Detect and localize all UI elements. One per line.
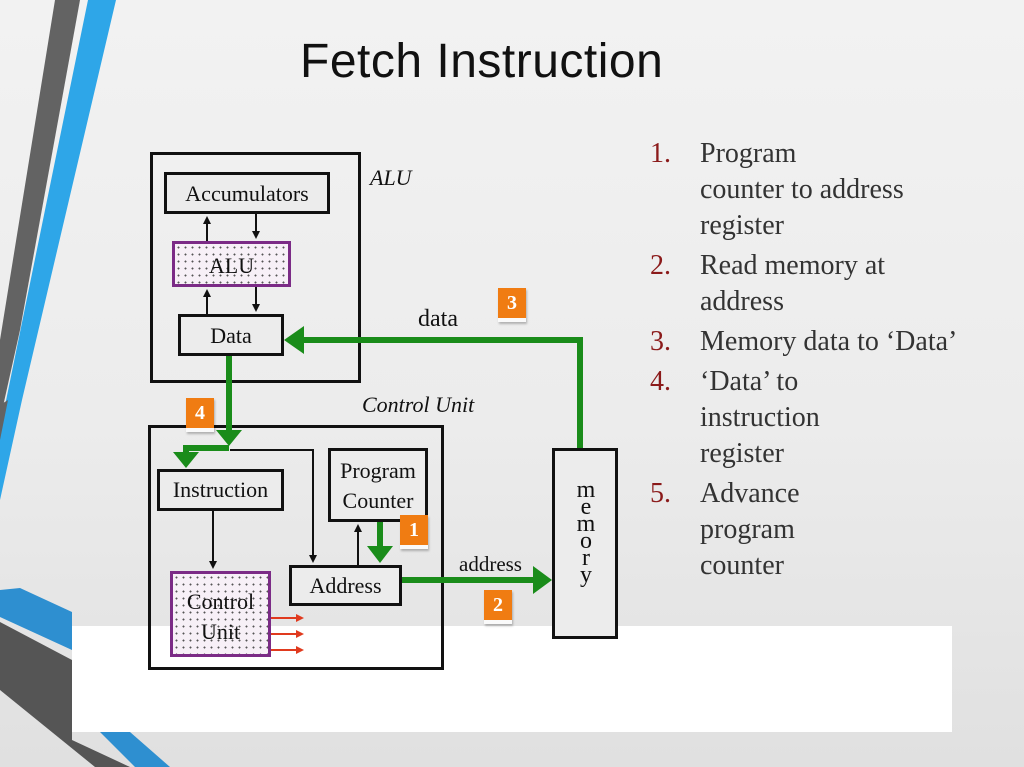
step-number: 5. — [650, 478, 671, 509]
blue-stripe-lower — [0, 588, 72, 650]
address-register-block: Address — [289, 565, 402, 606]
step-line: Program — [700, 138, 797, 169]
step-badge-3: 3 — [498, 288, 526, 322]
step-number: 2. — [650, 250, 671, 281]
memory-letter: r — [582, 545, 590, 571]
gray-stripe-lower — [0, 622, 130, 767]
step-badge-1: 1 — [400, 515, 428, 549]
ir-feed-bus — [183, 445, 229, 452]
step-item: 4. ‘Data’ to instruction register — [650, 364, 1020, 472]
step-item: 2. Read memory at address — [650, 248, 1020, 320]
ir-feed-arrowhead — [173, 452, 199, 468]
instruction-register-label: Instruction — [172, 477, 269, 502]
control-unit-group-label: Control Unit — [362, 392, 475, 417]
gray-stripe-mid — [0, 400, 8, 440]
memory-letter: y — [580, 562, 592, 588]
step-text: Program counter to address register — [700, 136, 904, 244]
step-item: 5. Advance program counter — [650, 476, 1020, 584]
address-bus-arrowhead — [533, 566, 552, 594]
program-counter-label-line1: Program — [340, 458, 416, 483]
step-line: Advance — [700, 478, 800, 509]
memory-letter: m — [576, 477, 596, 503]
pc-to-address-arrowhead — [367, 546, 393, 563]
memory-label: m e m o r y — [571, 477, 601, 588]
control-unit-label-line2: Unit — [200, 619, 241, 644]
memory-letter: e — [580, 494, 592, 520]
step-line: register — [700, 438, 784, 469]
control-unit-label-line1: Control — [186, 589, 255, 614]
step-item: 1. Program counter to address register — [650, 136, 1020, 244]
step-line: program — [700, 514, 795, 545]
step-line: register — [700, 210, 784, 241]
slide-title: Fetch Instruction — [300, 35, 664, 88]
data-bus-line — [300, 337, 583, 448]
step-item: 3. Memory data to ‘Data’ — [650, 324, 1020, 360]
alu-group-label: ALU — [370, 165, 412, 190]
step-line: Read memory at — [700, 250, 886, 281]
data-register-block: Data — [178, 314, 284, 356]
step-line: counter to address — [700, 174, 904, 205]
step-line: ‘Data’ to — [700, 366, 799, 397]
step-number: 1. — [650, 138, 671, 169]
instruction-register-block: Instruction — [157, 469, 284, 511]
data-to-ir-arrowhead — [216, 430, 242, 446]
step-text: Advance program counter — [700, 476, 800, 584]
control-unit-block: Control Unit — [170, 571, 271, 657]
data-to-address-arrow — [230, 449, 317, 563]
program-counter-label-line2: Counter — [342, 488, 414, 513]
step-line: Memory data to ‘Data’ — [700, 326, 958, 357]
step-text: Memory data to ‘Data’ — [700, 324, 957, 360]
alu-group-box — [150, 152, 361, 383]
step-text: ‘Data’ to instruction register — [700, 364, 820, 472]
alu-label: ALU — [208, 253, 255, 278]
memory-block — [552, 448, 618, 639]
step-text: Read memory at address — [700, 248, 885, 320]
accumulators-label: Accumulators — [185, 181, 309, 206]
step-number: 3. — [650, 326, 671, 357]
step-badge-2: 2 — [484, 590, 512, 624]
data-bus-label: data — [418, 306, 458, 332]
blue-stripe-bottom — [100, 732, 170, 767]
address-bus-label: address — [459, 552, 522, 576]
address-register-label: Address — [309, 573, 382, 598]
memory-letter: o — [580, 528, 592, 554]
program-counter-block: Program Counter — [328, 448, 428, 522]
steps-list: 1. Program counter to address register 2… — [650, 136, 1020, 588]
data-register-label: Data — [210, 323, 252, 348]
step-line: counter — [700, 550, 784, 581]
control-unit-group-box — [148, 425, 444, 670]
data-bus-arrowhead — [284, 326, 304, 354]
gray-stripe-upper — [0, 0, 80, 420]
alu-block: ALU — [172, 241, 291, 287]
step-badge-4: 4 — [186, 398, 214, 432]
accumulators-block: Accumulators — [164, 172, 330, 214]
memory-letter: m — [576, 511, 596, 537]
step-number: 4. — [650, 366, 671, 397]
step-line: instruction — [700, 402, 820, 433]
step-line: address — [700, 286, 784, 317]
